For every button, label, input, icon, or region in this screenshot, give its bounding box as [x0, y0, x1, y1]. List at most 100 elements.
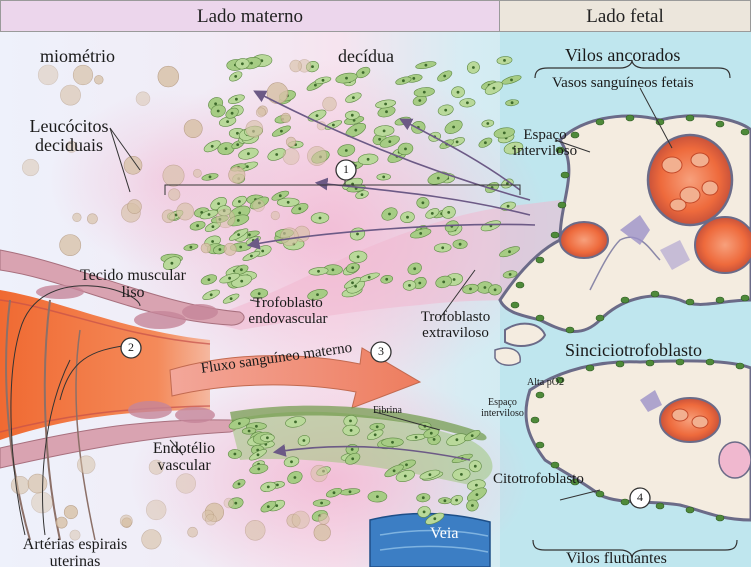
fetal-vessel-small: [560, 222, 608, 258]
trophoblast-nucleus: [412, 77, 415, 80]
trophoblast-nucleus: [248, 233, 251, 236]
trophoblast-nucleus: [456, 438, 459, 441]
cytotrophoblast-cell: [558, 202, 566, 208]
trophoblast-nucleus: [406, 216, 409, 219]
cytotrophoblast-cell: [566, 327, 574, 333]
leukocyte: [224, 498, 234, 508]
leukocyte: [120, 515, 132, 527]
trophoblast-nucleus: [238, 483, 241, 486]
trophoblast-nucleus: [431, 212, 434, 215]
leukocyte: [246, 120, 263, 137]
leukocyte: [136, 92, 150, 106]
trophoblast-nucleus: [287, 201, 290, 204]
header-fetal-side: Lado fetal: [499, 0, 751, 32]
trophoblast-nucleus: [267, 505, 270, 508]
cytotrophoblast-cell: [516, 282, 524, 288]
trophoblast-nucleus: [418, 99, 421, 102]
cytotrophoblast-cell: [656, 503, 664, 509]
trophoblast-nucleus: [384, 103, 387, 106]
trophoblast-nucleus: [469, 288, 472, 291]
trophoblast-nucleus: [484, 286, 487, 289]
trophoblast-nucleus: [190, 246, 193, 249]
leukocyte: [224, 243, 236, 255]
header-maternal-side: Lado materno: [0, 0, 500, 32]
trophoblast-nucleus: [316, 114, 319, 117]
trophoblast-nucleus: [405, 463, 408, 466]
trophoblast-nucleus: [332, 124, 335, 127]
cytotrophoblast-cell: [561, 172, 569, 178]
trophoblast-nucleus: [361, 193, 364, 196]
trophoblast-nucleus: [367, 158, 370, 161]
trophoblast-nucleus: [508, 250, 511, 253]
cytotrophoblast-cell: [686, 507, 694, 513]
trophoblast-nucleus: [280, 130, 283, 133]
trophoblast-nucleus: [196, 224, 199, 227]
trophoblast-nucleus: [208, 213, 211, 216]
trophoblast-nucleus: [320, 502, 323, 505]
leukocyte: [280, 228, 298, 246]
trophoblast-nucleus: [238, 212, 241, 215]
cytotrophoblast-cell: [536, 392, 544, 398]
trophoblast-nucleus: [425, 64, 428, 67]
label-fibrin: Fibrina: [373, 406, 402, 417]
trophoblast-nucleus: [413, 267, 416, 270]
trophoblast-nucleus: [257, 453, 260, 456]
trophoblast-nucleus: [466, 101, 469, 104]
leukocyte: [176, 474, 196, 494]
cytotrophoblast-cell: [511, 302, 519, 308]
trophoblast-nucleus: [226, 120, 229, 123]
cytotrophoblast-cell: [646, 360, 654, 366]
leukocyte: [177, 203, 194, 220]
trophoblast-nucleus: [486, 122, 489, 125]
fetal-vessel-large: [648, 135, 732, 225]
trophoblast-nucleus: [349, 490, 352, 493]
trophoblast-nucleus: [209, 176, 212, 179]
label-myometrium: miométrio: [40, 47, 115, 66]
label-uterine-spiral-arteries: Artérias espirais uterinas: [0, 537, 150, 567]
trophoblast-nucleus: [383, 130, 386, 133]
trophoblast-nucleus: [429, 473, 432, 476]
leukocyte: [28, 474, 47, 493]
trophoblast-nucleus: [430, 432, 433, 435]
trophoblast-nucleus: [452, 126, 455, 129]
trophoblast-nucleus: [231, 112, 234, 115]
trophoblast-nucleus: [368, 276, 371, 279]
trophoblast-nucleus: [171, 262, 174, 265]
trophoblast-nucleus: [333, 491, 336, 494]
trophoblast-nucleus: [350, 429, 353, 432]
trophoblast-nucleus: [332, 268, 335, 271]
trophoblast-nucleus: [234, 502, 237, 505]
label-cytotrophoblast: Citotrofoblasto: [493, 472, 584, 488]
cytotrophoblast-cell: [596, 119, 604, 125]
leukocyte: [314, 524, 331, 541]
trophoblast-nucleus: [357, 255, 360, 258]
label-floating-villi: Vilos flutuantes: [566, 551, 667, 567]
trophoblast-nucleus: [402, 79, 405, 82]
leukocyte: [60, 85, 80, 105]
trophoblast-nucleus: [238, 422, 241, 425]
leukocyte: [292, 511, 309, 528]
trophoblast-nucleus: [255, 425, 258, 428]
trophoblast-nucleus: [510, 79, 513, 82]
trophoblast-nucleus: [444, 499, 447, 502]
trophoblast-nucleus: [349, 420, 352, 423]
marker-3: 3: [371, 345, 391, 358]
trophoblast-nucleus: [217, 202, 220, 205]
trophoblast-nucleus: [437, 177, 440, 180]
leukocyte: [188, 527, 198, 537]
cytotrophoblast-cell: [651, 291, 659, 297]
leukocyte: [281, 113, 291, 123]
trophoblast-nucleus: [352, 96, 355, 99]
trophoblast-nucleus: [345, 77, 348, 80]
trophoblast-nucleus: [418, 282, 421, 285]
cytotrophoblast-cell: [621, 297, 629, 303]
leukocyte: [124, 156, 142, 174]
trophoblast-nucleus: [415, 436, 418, 439]
leukocyte: [286, 137, 296, 147]
leukocyte: [60, 235, 81, 256]
trophoblast-nucleus: [211, 240, 214, 243]
trophoblast-nucleus: [484, 141, 487, 144]
leukocyte: [245, 520, 265, 540]
cytotrophoblast-cell: [536, 442, 544, 448]
trophoblast-nucleus: [290, 460, 293, 463]
